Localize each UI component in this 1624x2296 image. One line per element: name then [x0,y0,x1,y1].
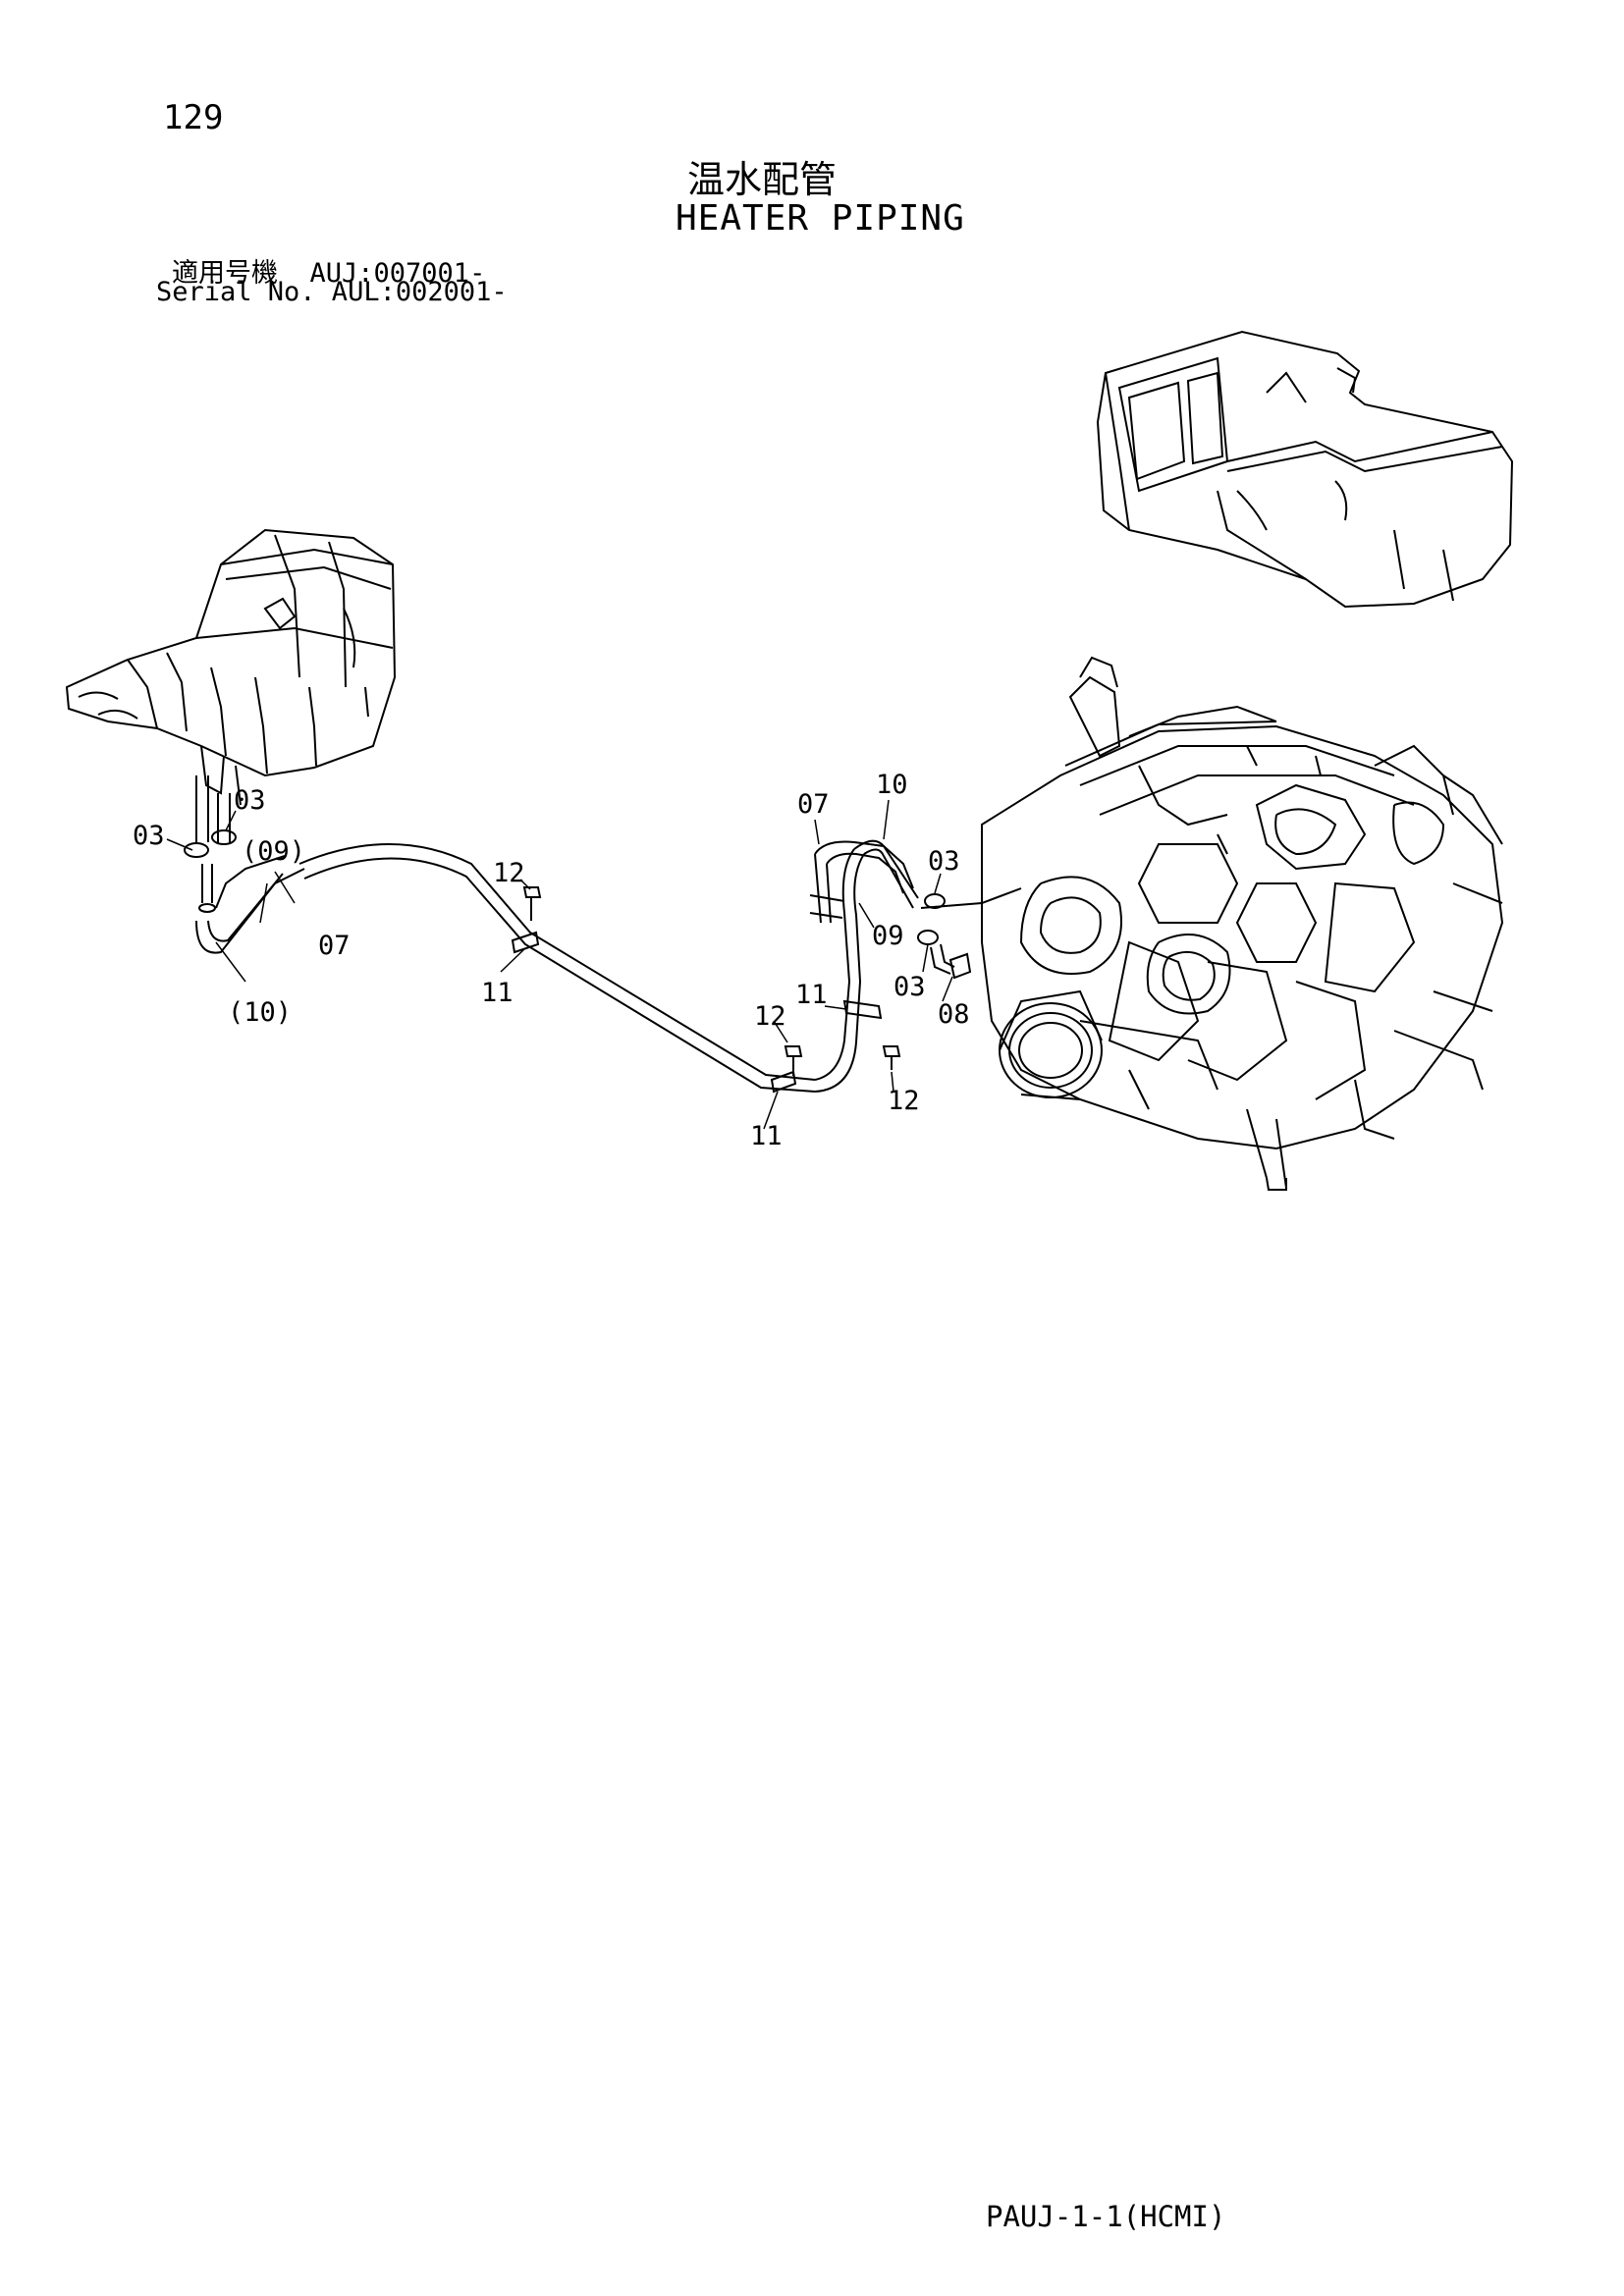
callout-09: 09 [872,921,904,951]
engine-pulley [999,989,1103,1100]
callout-12-right: 12 [888,1086,920,1116]
excavator-inset-illustration [1096,330,1514,609]
callout-07-left: 07 [318,931,351,961]
callout-09-paren: (09) [242,836,305,867]
heater-hose-run [195,839,919,1093]
callout-10: 10 [876,770,908,800]
bolt-12-icons [522,886,901,1076]
callout-03-upper: 03 [234,785,266,816]
page-number: 129 [163,98,224,137]
engine-fitting-08 [917,887,1022,980]
part-callouts: 03 03 (09) 07 (10) 12 11 07 10 03 09 03 … [133,770,970,1151]
leader-lines [166,799,953,1130]
title-japanese: 温水配管 [687,158,838,201]
callout-03-left: 03 [133,821,165,851]
callout-03-engine-lower: 03 [893,972,926,1002]
callout-07-right: 07 [797,789,830,820]
callout-12-upper: 12 [493,858,525,888]
callout-10-paren: (10) [228,997,292,1028]
callout-11-bottom: 11 [750,1121,783,1151]
hose-10-loop [814,840,914,924]
heater-port-fittings [184,775,237,913]
callout-12-lower: 12 [754,1001,786,1032]
callout-08: 08 [938,999,970,1030]
heater-unit-illustration [65,528,397,806]
footer-catalog-code: PAUJ-1-1(HCMI) [986,2200,1226,2233]
callout-11-left: 11 [481,978,514,1008]
callout-03-engine-upper: 03 [928,846,960,877]
serial-applicability-english: Serial No. AUL:002001- [156,277,508,307]
callout-11-right: 11 [795,980,828,1010]
serial-applicability-japanese: 適用号機 AUJ:007001- [172,258,486,289]
title-english: HEATER PIPING [676,198,965,239]
engine-illustration [981,656,1504,1191]
